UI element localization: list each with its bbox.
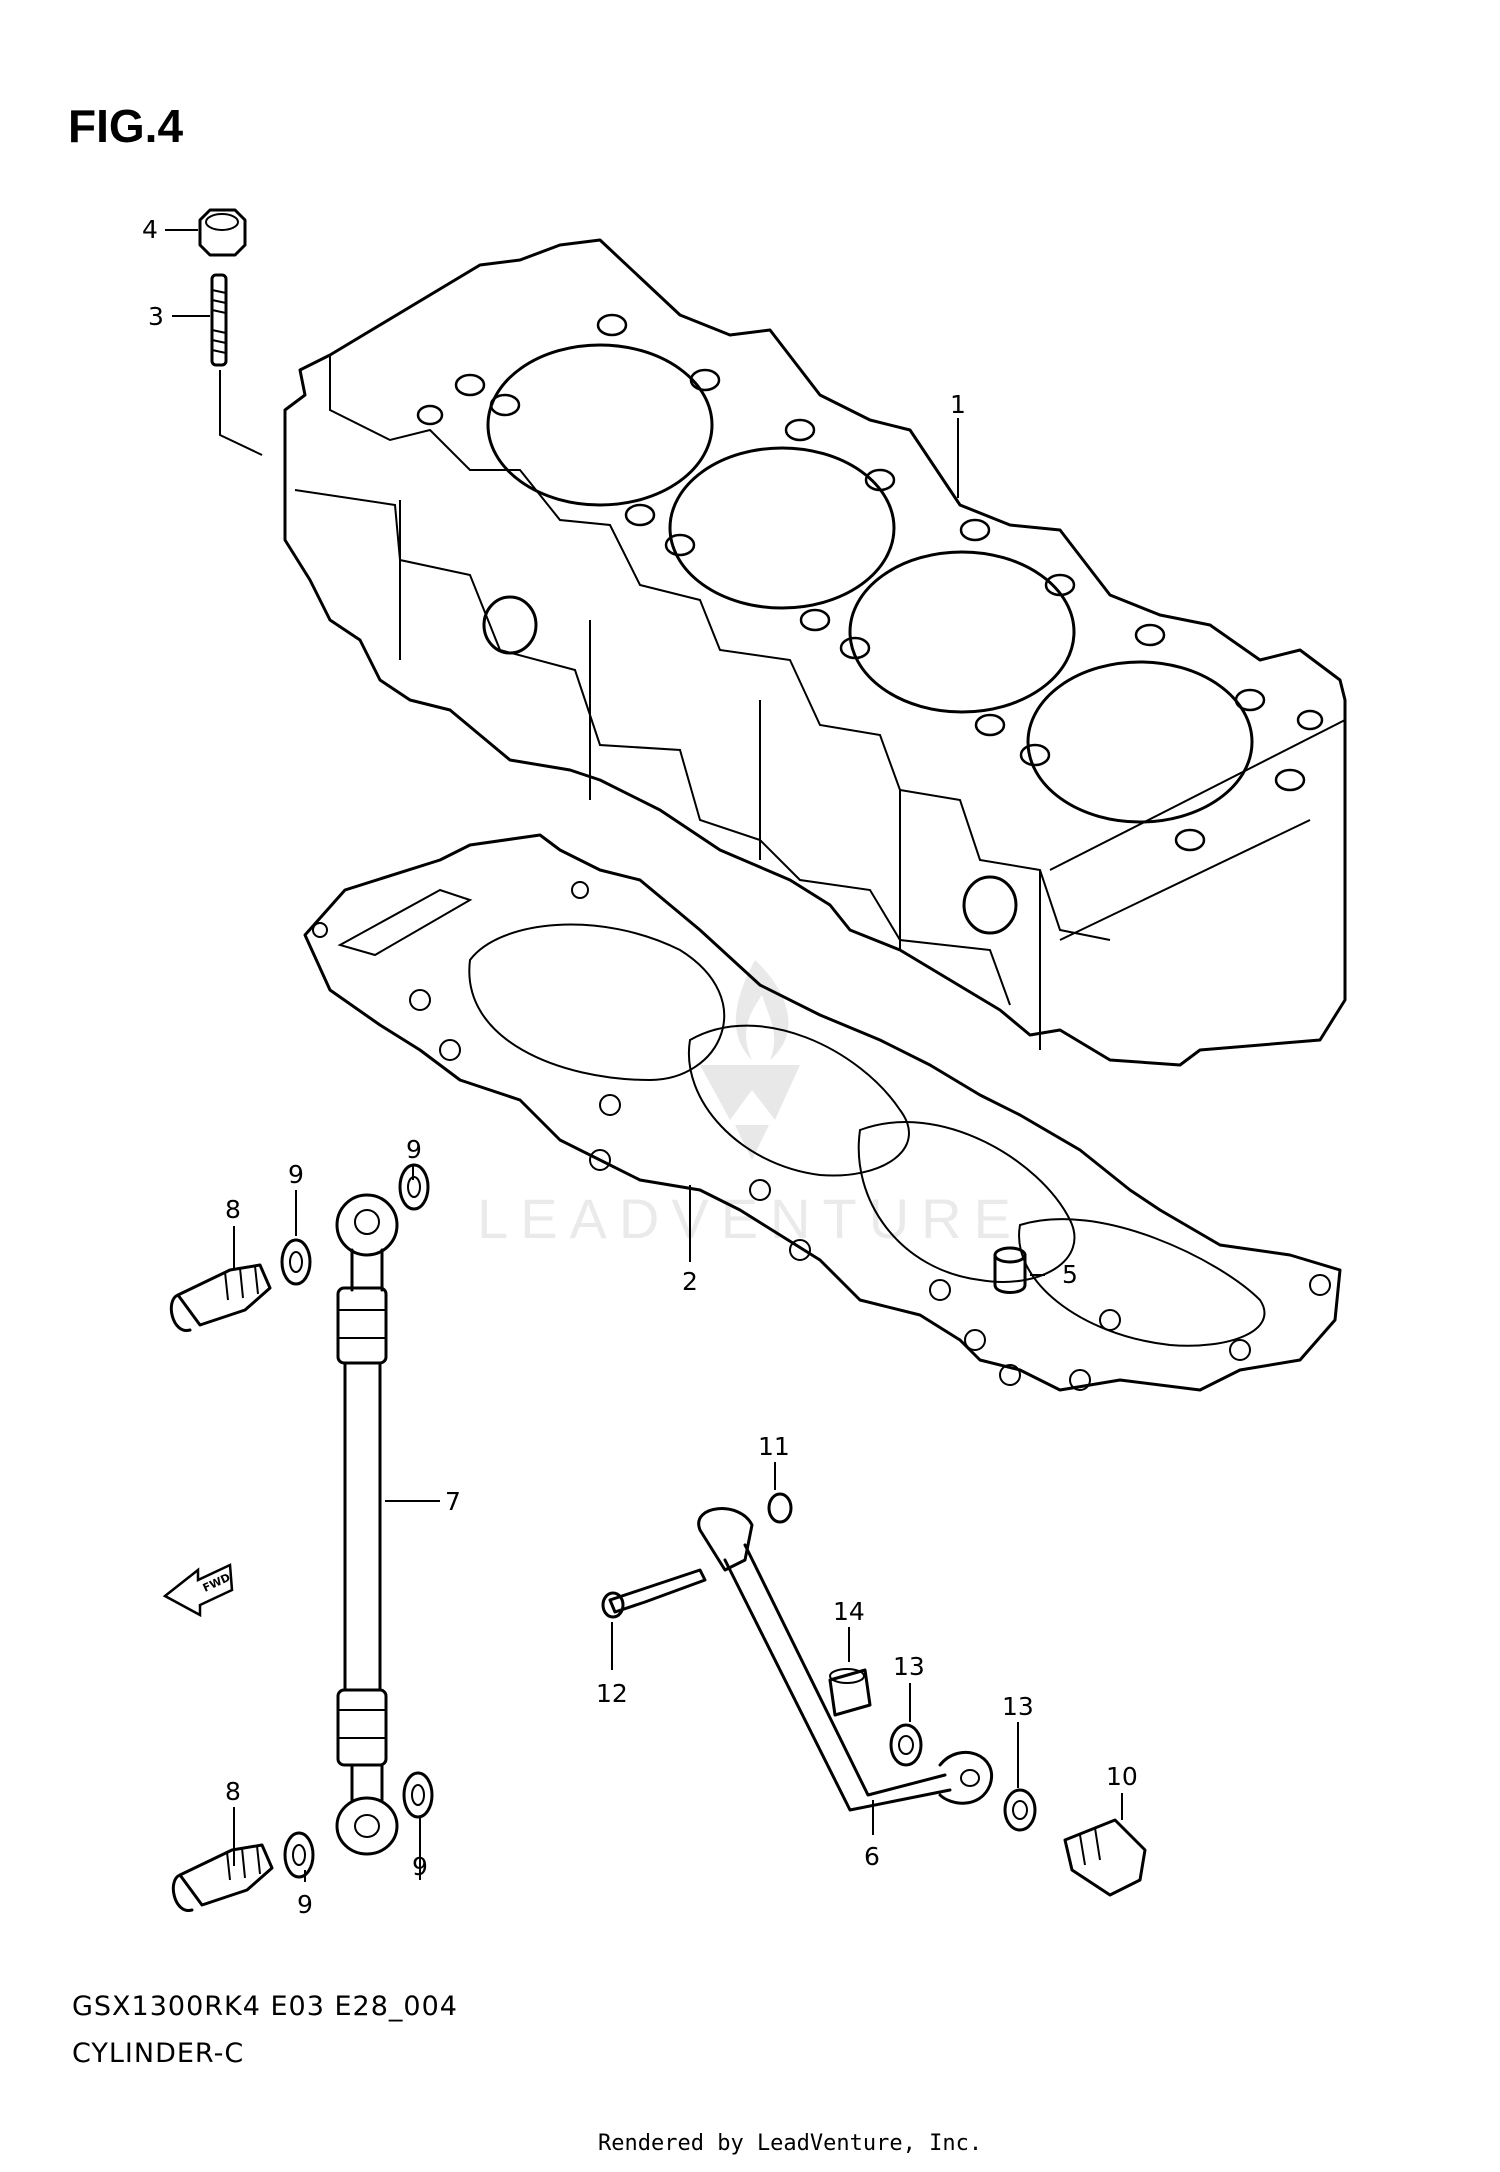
cylinder-block <box>283 238 1347 1067</box>
union-bolt-lower <box>171 1843 274 1912</box>
callout-12: 12 <box>596 1679 628 1708</box>
dowel-pin <box>993 1246 1027 1294</box>
arrow-left-icon <box>162 1563 234 1618</box>
callout-9b: 9 <box>406 1135 422 1164</box>
cylinder-dowels <box>482 595 1018 935</box>
section-name: CYLINDER-C <box>72 2038 244 2069</box>
callout-8a: 8 <box>225 1195 241 1224</box>
washer-3 <box>283 1831 315 1879</box>
callout-4: 4 <box>142 215 158 244</box>
callout-9d: 9 <box>412 1852 428 1881</box>
o-ring <box>767 1492 793 1524</box>
callout-2: 2 <box>682 1267 698 1296</box>
model-code: GSX1300RK4 E03 E28_004 <box>72 1991 458 2022</box>
washer-4 <box>402 1771 434 1819</box>
base-gasket <box>303 833 1342 1392</box>
callout-5: 5 <box>1062 1260 1078 1289</box>
leader-lines <box>165 229 1123 1882</box>
callout-7: 7 <box>445 1487 461 1516</box>
union-bolt-right <box>1063 1818 1147 1897</box>
cylinder-bores <box>486 343 1254 824</box>
union-bolt-upper <box>169 1263 272 1332</box>
callout-10: 10 <box>1106 1762 1138 1791</box>
figure-title: FIG.4 <box>68 100 183 152</box>
oil-pipe <box>697 1507 994 1812</box>
pipe-bolt <box>601 1568 707 1619</box>
render-credit: Rendered by LeadVenture, Inc. <box>598 2131 982 2156</box>
forward-direction-marker: FWD <box>162 1563 234 1618</box>
callout-13a: 13 <box>893 1652 925 1681</box>
callouts: 1 2 3 4 5 6 7 8 8 9 9 9 9 10 11 12 13 13… <box>142 215 1138 1919</box>
callout-6: 6 <box>864 1842 880 1871</box>
callout-9c: 9 <box>297 1890 313 1919</box>
watermark: LEADVENTURE <box>477 960 1023 1250</box>
callout-13b: 13 <box>1002 1692 1034 1721</box>
callout-9a: 9 <box>288 1160 304 1189</box>
flange-nut <box>198 208 247 257</box>
oil-hose <box>335 1193 399 1856</box>
washer-1 <box>280 1238 312 1286</box>
callout-8b: 8 <box>225 1777 241 1806</box>
cap <box>828 1668 872 1717</box>
washer-5 <box>889 1723 923 1767</box>
callout-14: 14 <box>833 1597 865 1626</box>
watermark-text: LEADVENTURE <box>477 1187 1023 1250</box>
washer-6 <box>1003 1788 1037 1832</box>
stud-bolt <box>210 273 228 367</box>
watermark-v-icon <box>700 1065 800 1160</box>
callout-1: 1 <box>950 390 966 419</box>
callout-3: 3 <box>148 302 164 331</box>
watermark-flame-icon <box>735 960 789 1060</box>
callout-11: 11 <box>758 1432 790 1461</box>
head-bolt-holes <box>416 313 1324 852</box>
